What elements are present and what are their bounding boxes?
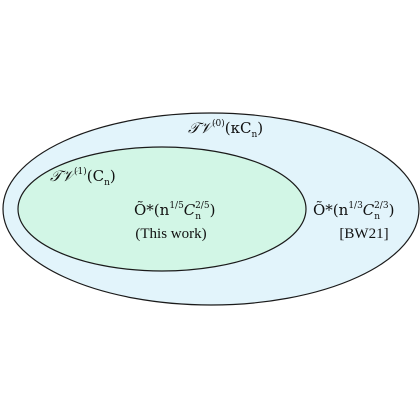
inner-region-bound: Õ*(n1/5Cn2/5) bbox=[134, 201, 215, 222]
outer-region-citation: [BW21] bbox=[339, 226, 388, 242]
outer-region-label: 𝒯𝒱(0)(κCn) bbox=[188, 118, 263, 140]
inner-region-ellipse bbox=[17, 146, 307, 272]
inner-region-citation: (This work) bbox=[135, 226, 206, 242]
inner-region-label: 𝒯𝒱(1)(Cn) bbox=[50, 166, 116, 188]
outer-region-bound: Õ*(n1/3Cn2/3) bbox=[313, 201, 394, 222]
